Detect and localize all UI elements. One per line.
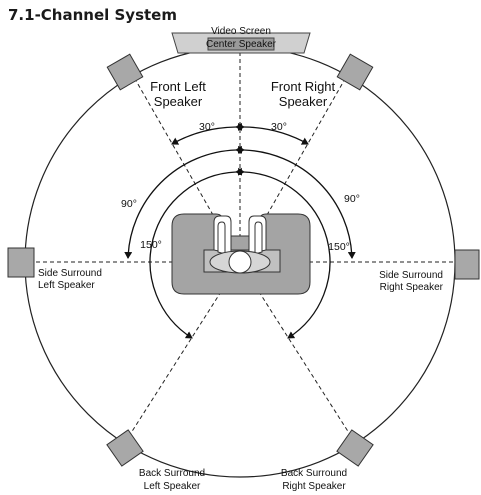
- video-screen-label: Video Screen: [211, 26, 271, 37]
- listener-seat: [171, 213, 311, 295]
- rear-right-angle-label: 150°: [328, 241, 350, 253]
- side-left-speaker: [7, 247, 35, 278]
- center-speaker-box: [207, 37, 275, 51]
- diagram-title: 7.1-Channel System: [8, 6, 177, 24]
- video-screen: Video Screen Center Speaker: [171, 26, 311, 54]
- front-right-label-line1: Front Right: [271, 79, 336, 94]
- listener-head: [228, 250, 252, 274]
- side-right-label-line2: Right Speaker: [380, 282, 444, 293]
- front-left-angle-label: 30°: [199, 121, 215, 133]
- side-right-angle-arc: [237, 145, 356, 259]
- rear-left-angle-arc: [149, 167, 243, 339]
- rear-right-angle-arc: [237, 167, 331, 339]
- front-left-angle-arc: [171, 122, 243, 145]
- back-left-speaker: [106, 429, 144, 467]
- front-right-angle-label: 30°: [271, 121, 287, 133]
- back-right-label-line2: Right Speaker: [282, 481, 346, 492]
- front-left-label-line1: Front Left: [150, 79, 206, 94]
- side-right-angle-label: 90°: [344, 193, 360, 205]
- front-right-label-line2: Speaker: [279, 94, 328, 109]
- front-right-angle-arc: [237, 122, 309, 145]
- side-right-speaker: [454, 249, 480, 280]
- side-right-label-line1: Side Surround: [379, 270, 443, 281]
- back-right-speaker: [336, 429, 374, 467]
- front-right-speaker: [336, 53, 374, 91]
- center-speaker-label: Center Speaker: [206, 39, 277, 50]
- back-left-label-line1: Back Surround: [139, 468, 205, 479]
- side-left-label-line2: Left Speaker: [38, 280, 95, 291]
- side-left-angle-label: 90°: [121, 198, 137, 210]
- front-left-speaker: [106, 53, 144, 91]
- back-left-label-line2: Left Speaker: [144, 481, 201, 492]
- rear-left-angle-label: 150°: [140, 239, 162, 251]
- front-left-label-line2: Speaker: [154, 94, 203, 109]
- side-left-angle-arc: [124, 145, 243, 259]
- back-right-label-line1: Back Surround: [281, 468, 347, 479]
- side-left-label-line1: Side Surround: [38, 268, 102, 279]
